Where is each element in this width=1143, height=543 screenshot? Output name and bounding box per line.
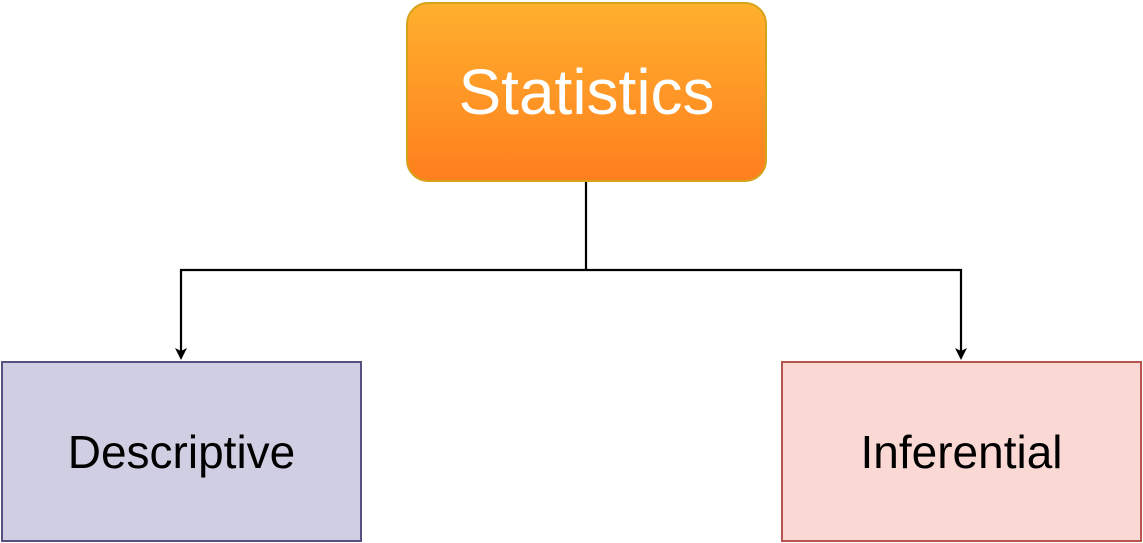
- descriptive-label: Descriptive: [67, 425, 296, 478]
- inferential-node: Inferential: [781, 361, 1142, 542]
- inferential-label: Inferential: [860, 425, 1063, 478]
- descriptive-node: Descriptive: [1, 361, 362, 542]
- statistics-node: Statistics: [406, 2, 767, 182]
- connector-to-descriptive: [175, 268, 586, 360]
- connector-to-inferential: [586, 268, 967, 360]
- statistics-label: Statistics: [458, 56, 715, 128]
